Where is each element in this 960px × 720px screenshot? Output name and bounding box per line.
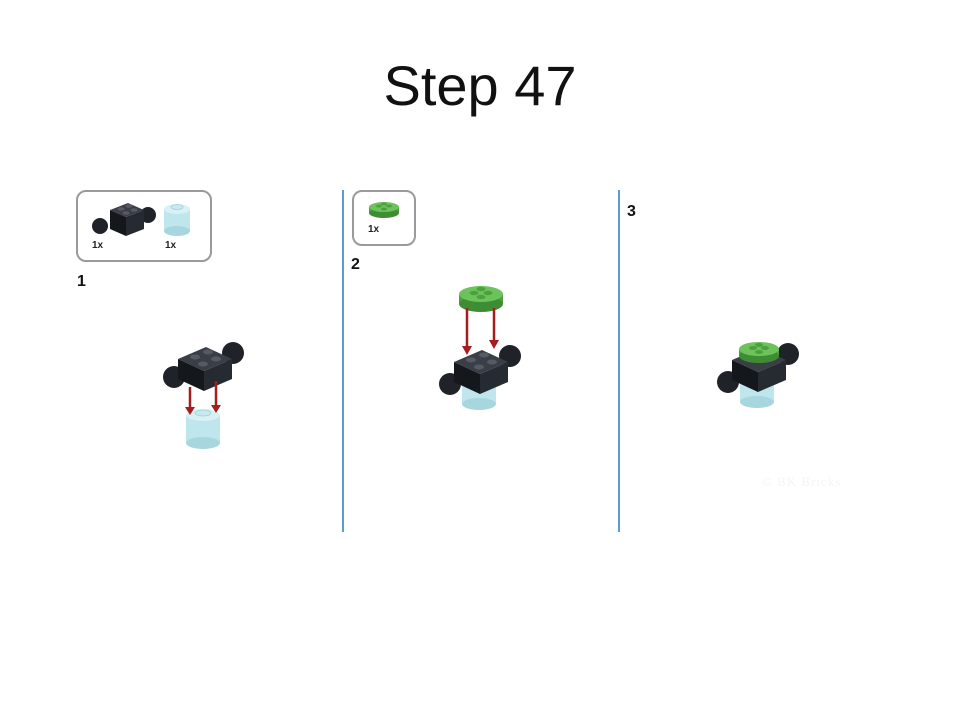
black-brick-part-icon bbox=[92, 203, 156, 236]
step3-result-illustration bbox=[717, 342, 799, 408]
slide-title: Step 47 bbox=[383, 54, 577, 117]
part-quantity: 1x bbox=[92, 240, 104, 251]
green-plate-part-icon bbox=[369, 202, 399, 218]
step2-assembly-illustration bbox=[439, 286, 521, 410]
step-number: 3 bbox=[627, 203, 636, 220]
step1-assembly-illustration bbox=[163, 342, 244, 449]
trans-round-brick-part-icon bbox=[164, 204, 190, 236]
parts-list-box: 1x bbox=[352, 190, 416, 246]
parts-list-box: 1x 1x bbox=[76, 190, 212, 262]
panel-divider bbox=[342, 190, 344, 532]
watermark: © BK Bricks bbox=[762, 474, 842, 489]
step-number: 1 bbox=[77, 273, 86, 290]
part-quantity: 1x bbox=[165, 240, 177, 251]
part-quantity: 1x bbox=[368, 224, 380, 235]
panel-divider bbox=[618, 190, 620, 532]
step-number: 2 bbox=[351, 256, 360, 273]
